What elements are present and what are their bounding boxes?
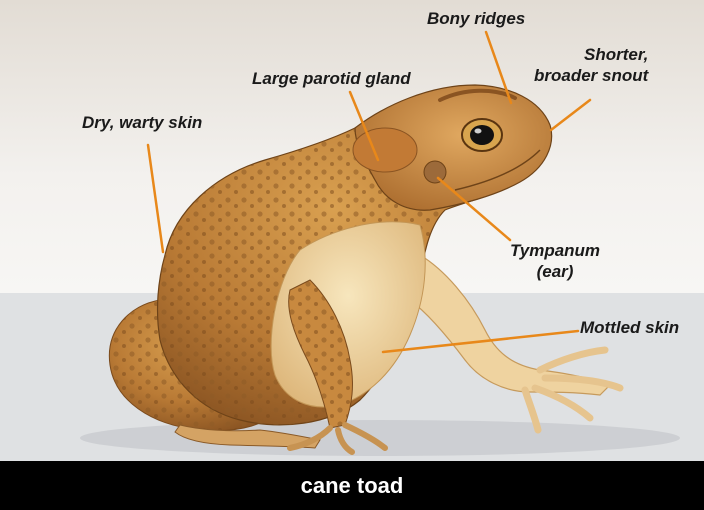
label-mottled-skin: Mottled skin [580, 317, 679, 338]
toad-pupil [470, 125, 494, 145]
label-snout: Shorter, broader snout [534, 44, 648, 86]
label-snout-line1: Shorter, [534, 44, 648, 65]
label-tympanum-line1: Tympanum [510, 240, 600, 261]
label-warty-skin: Dry, warty skin [82, 112, 202, 133]
caption-title: cane toad [301, 473, 404, 499]
parotid-gland [353, 128, 417, 172]
label-tympanum: Tympanum (ear) [510, 240, 600, 282]
caption-bar: cane toad [0, 461, 704, 510]
toad-shadow [80, 420, 680, 456]
label-snout-line2: broader snout [534, 65, 648, 86]
label-parotid-gland: Large parotid gland [252, 68, 411, 89]
tympanum [424, 161, 446, 183]
eye-highlight [475, 129, 482, 134]
label-bony-ridges: Bony ridges [427, 8, 525, 29]
label-tympanum-line2: (ear) [510, 261, 600, 282]
